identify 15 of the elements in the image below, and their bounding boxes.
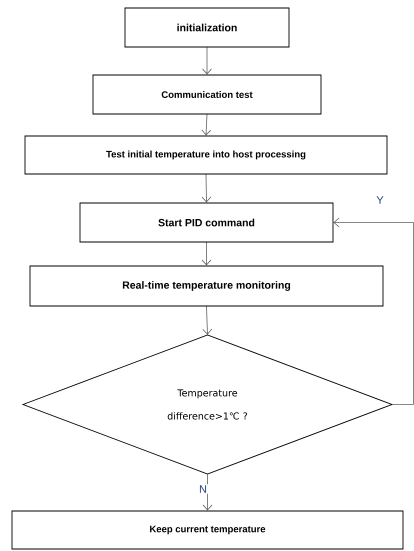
process-box: Communication test [92,74,322,114]
arrow [202,474,212,511]
arrow [333,218,414,405]
process-box: Real-time temperature monitoring [30,266,384,306]
arrow [202,174,212,203]
process-box: Start PID command [80,202,334,242]
arrow [201,114,212,136]
edge-label: Y [375,195,385,205]
arrow [202,47,212,75]
process-box: initialization [124,8,290,48]
edge-label: N [198,484,208,494]
process-box: Test initial temperature into host processing [24,136,388,174]
process-box: Keep current temperature [12,510,404,550]
arrow [202,242,212,266]
arrow [202,306,212,335]
